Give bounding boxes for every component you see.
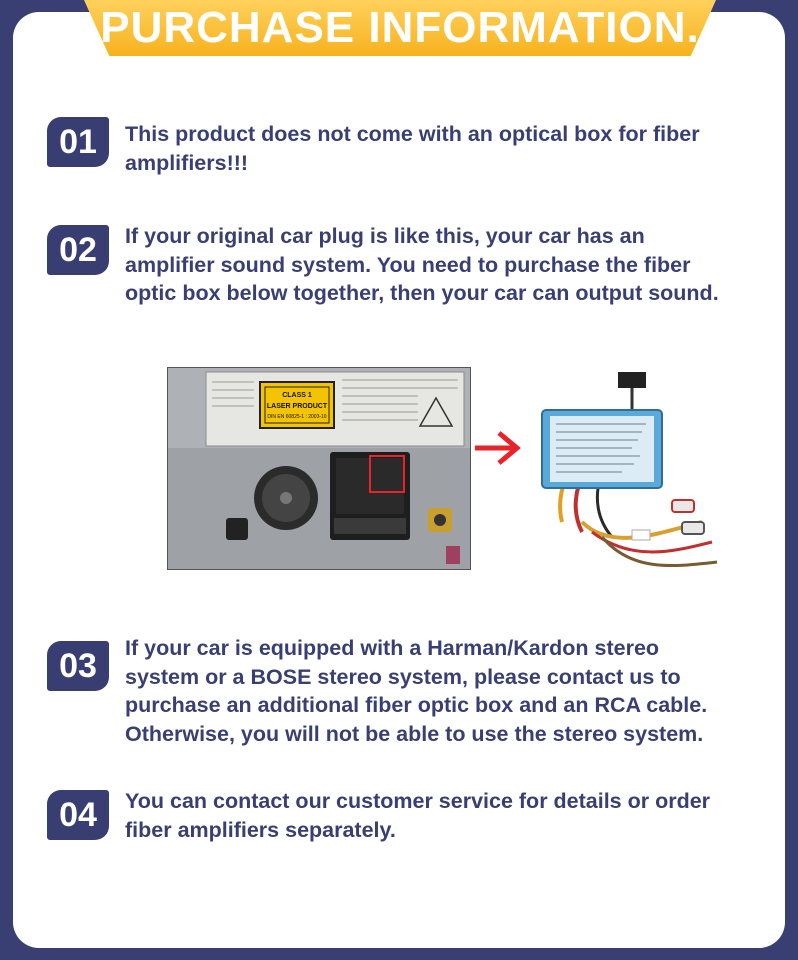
arrow-right-icon xyxy=(475,431,521,465)
banner-title: PURCHASE INFORMATION. xyxy=(100,3,700,52)
laser-label-line1: CLASS 1 xyxy=(282,392,312,399)
number-badge: 03 xyxy=(47,641,109,691)
item-text: This product does not come with an optic… xyxy=(125,122,700,175)
item-text: If your car is equipped with a Harman/Ka… xyxy=(125,636,708,746)
header-banner: PURCHASE INFORMATION. xyxy=(84,0,716,56)
head-unit-photo: CLASS 1 LASER PRODUCT DIN EN 60825-1 : 2… xyxy=(167,367,471,570)
laser-label-line3: DIN EN 60825-1 : 2003-10 xyxy=(267,414,326,420)
laser-label-line2: LASER PRODUCT xyxy=(267,403,328,410)
number-badge: 01 xyxy=(47,117,109,167)
item-text: If your original car plug is like this, … xyxy=(125,224,719,305)
item-text: You can contact our customer service for… xyxy=(125,789,711,842)
number-badge: 02 xyxy=(47,225,109,275)
number-badge: 04 xyxy=(47,790,109,840)
fiber-optic-module-image xyxy=(541,372,718,568)
head-unit-illustration: CLASS 1 LASER PRODUCT DIN EN 60825-1 : 2… xyxy=(168,368,470,569)
